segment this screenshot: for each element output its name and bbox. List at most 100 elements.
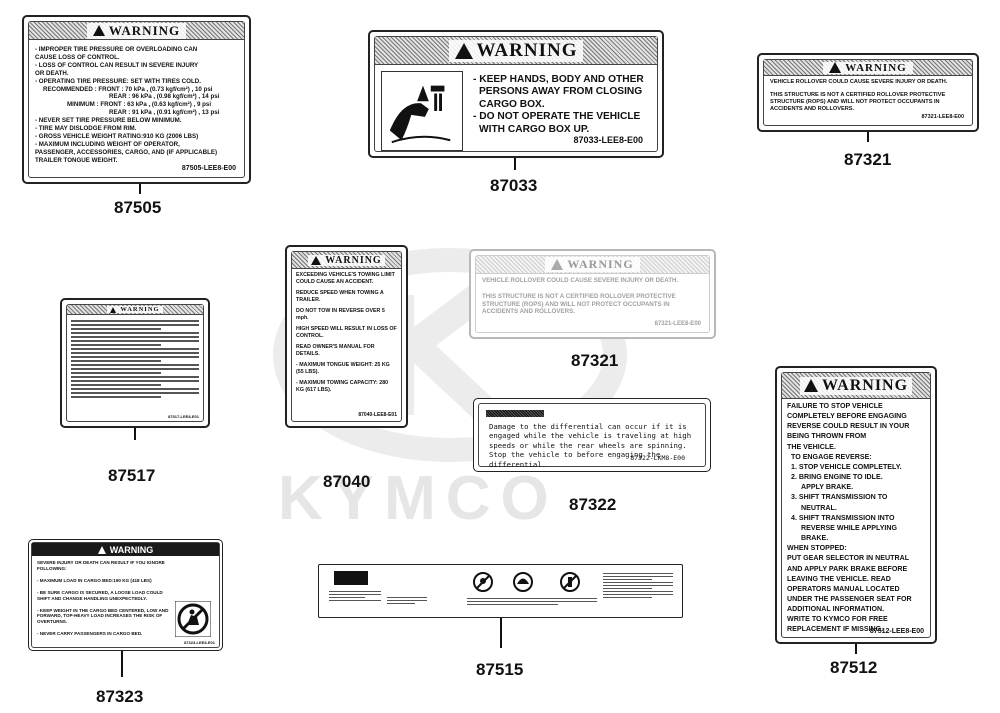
leader-line [867,132,869,142]
warning-header: WARNING [292,252,401,269]
label-inner-frame: WARNING - KEEP HANDS, BODY AND OTHER PER… [374,36,658,152]
part-number-87322: 87322 [569,495,617,514]
label-line: ADDITIONAL INFORMATION. [787,605,885,614]
label-inner-frame: WARNING SEVERE INJURY OR DEATH CAN RESUL… [31,542,220,648]
warning-header: WARNING [782,373,930,399]
warning-triangle-icon [110,306,117,313]
label-line: - BE SURE CARGO IS SECURED, A LOOSE LOAD… [37,589,163,601]
label-code: 87321-LEE8-E00 [921,114,965,120]
label-inner-frame: WARNING - IMPROPER TIRE PRESSURE OR OVER… [28,21,245,178]
warning-triangle-icon [803,379,818,392]
notice-label-87322: Damage to the differential can occur if … [473,398,711,472]
warning-label-87512: WARNING FAILURE TO STOP VEHICLE COMPLETE… [775,366,937,644]
part-number-87040: 87040 [323,472,371,491]
no-riding-icon [473,572,493,592]
label-line: - NEVER SET TIRE PRESSURE BELOW MINIMUM. [35,117,182,125]
label-line: TO ENGAGE REVERSE: [791,452,872,461]
label-line: VEHICLE ROLLOVER COULD CAUSE SEVERE INJU… [482,277,679,284]
label-code: 87512-LEE8-E00 [869,628,924,635]
label-line: COMPLETELY BEFORE ENGAGING [787,412,907,421]
warning-triangle-icon [551,259,564,270]
label-line: - KEEP WEIGHT IN THE CARGO BED CENTERED,… [37,607,169,625]
label-line: WHEN STOPPED: [787,544,847,553]
label-code: 87033-LEE8-E00 [573,135,643,145]
label-line: REVERSE COULD RESULT IN YOUR [787,422,910,431]
notice-header-bar [486,410,544,417]
leader-line [139,184,141,194]
warning-triangle-icon [829,62,842,73]
part-number-87033: 87033 [490,176,538,195]
label-line: PUT GEAR SELECTOR IN NEUTRAL [787,554,910,563]
label-body: EXCEEDING VEHICLE'S TOWING LIMIT COULD C… [292,269,401,396]
label-line: WRITE TO KYMCO FOR FREE [787,615,888,624]
label-body: - IMPROPER TIRE PRESSURE OR OVERLOADING … [29,40,244,168]
label-line: - TIRE MAY DISLODGE FROM RIM. [35,125,137,133]
label-body: Damage to the differential can occur if … [489,422,692,469]
label-fine-print [467,596,597,607]
label-line: SEVERE INJURY OR DEATH CAN RESULT IF YOU… [37,560,165,571]
hand-crush-pictogram-icon [381,71,463,151]
label-line: 3. SHIFT TRANSMISSION TO [791,493,888,502]
label-line: - LOSS OF CONTROL CAN RESULT IN SEVERE I… [35,61,199,69]
label-fine-print [387,595,427,606]
label-line: REAR : 91 kPa , (0.91 kgf/cm²) , 13 psi [109,109,220,117]
warning-header: WARNING [764,60,972,76]
label-code: 87040-LEE8-E01 [358,412,397,418]
label-line: THE VEHICLE. [787,442,836,451]
label-inner-frame: WARNING VEHICLE ROLLOVER COULD CAUSE SEV… [475,255,710,333]
label-line: OR DEATH. [35,69,69,77]
label-inner-frame: WARNING 87517-LEE8-E01 [66,304,204,422]
leader-line [121,651,123,677]
label-line: - MAXIMUM TONGUE WEIGHT: 25 KG (55 LBS). [296,362,390,375]
label-line: VEHICLE ROLLOVER COULD CAUSE SEVERE INJU… [770,79,948,85]
leader-line [134,428,136,440]
warning-header: WARNING [67,305,203,315]
leader-line [514,158,516,170]
label-line: DO NOT TOW IN REVERSE OVER 5 mph. [296,308,385,321]
label-line: - MAXIMUM LOAD IN CARGO BED:190 KG (418 … [37,577,152,583]
label-line: - MAXIMUM TOWING CAPACITY: 280 KG (617 L… [296,380,389,393]
label-line: BEING THROWN FROM [787,432,867,441]
warning-label-87321-center: WARNING VEHICLE ROLLOVER COULD CAUSE SEV… [469,249,716,339]
warning-header: WARNING [476,256,709,274]
label-line: 2. BRING ENGINE TO IDLE. [791,473,883,482]
leader-line [500,618,502,648]
label-line: 1. STOP VEHICLE COMPLETELY. [791,462,902,471]
label-line: REDUCE SPEED WHEN TOWING A TRAILER. [296,290,384,303]
part-number-87517: 87517 [108,466,156,485]
label-line: - DO NOT OPERATE THE VEHICLE [473,111,641,123]
label-line: RECOMMENDED : FRONT : 70 kPa , (0.73 kgf… [43,85,213,93]
label-code: 87321-LEE8-E00 [654,321,701,327]
label-line: THIS STRUCTURE IS NOT A CERTIFIED ROLLOV… [770,92,946,112]
label-body: SEVERE INJURY OR DEATH CAN RESULT IF YOU… [32,556,182,641]
label-line: - KEEP HANDS, BODY AND OTHER [473,74,644,85]
label-line: BRAKE. [801,534,829,543]
label-line: THIS STRUCTURE IS NOT A CERTIFIED ROLLOV… [482,292,676,316]
label-line: LEAVING THE VEHICLE. READ [787,574,891,583]
label-line: - IMPROPER TIRE PRESSURE OR OVERLOADING … [35,46,198,53]
label-line: REVERSE WHILE APPLYING [801,523,898,532]
kymco-watermark-text: KYMCO [278,464,559,533]
part-number-87515: 87515 [476,660,524,679]
label-line: EXCEEDING VEHICLE'S TOWING LIMIT COULD C… [296,272,395,285]
part-number-87321-center: 87321 [571,351,619,370]
part-number-87323: 87323 [96,687,144,706]
label-line: CAUSE LOSS OF CONTROL. [35,53,120,61]
label-black-block [334,571,368,585]
label-code: 87517-LEE8-E01 [168,414,199,419]
label-code: 87323-LEE8-E01 [184,640,215,645]
label-line: - NEVER CARRY PASSENGERS IN CARGO BED. [37,631,143,637]
label-line: - MAXIMUM INCLUDING WEIGHT OF OPERATOR, [35,140,180,148]
label-line: CARGO BOX. [479,98,545,110]
label-line: WITH CARGO BOX UP. [479,123,590,135]
warning-triangle-icon [454,42,473,59]
warning-header: WARNING [32,543,219,556]
label-line: OPERATORS MANUAL LOCATED [787,584,900,593]
label-line: REPLACEMENT IF MISSING. [787,625,884,634]
warning-triangle-icon [311,255,322,265]
label-inner-frame: WARNING VEHICLE ROLLOVER COULD CAUSE SEV… [763,59,973,126]
label-line: MINIMUM : FRONT : 63 kPa , (0.63 kgf/cm²… [67,101,212,109]
label-code: 87322-LKM8-E00 [630,454,685,462]
warning-triangle-icon [92,25,105,36]
label-code: 87505-LEE8-E00 [181,165,236,172]
